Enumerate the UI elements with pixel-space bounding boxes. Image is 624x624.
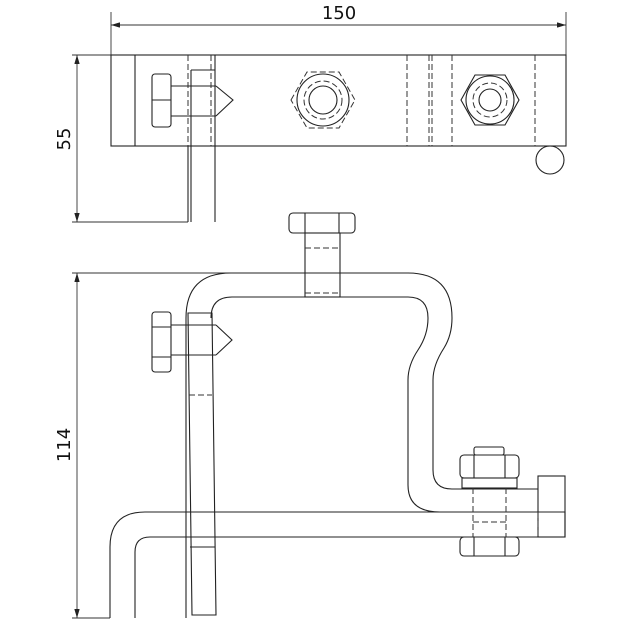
bottom-rail xyxy=(109,511,566,618)
side-plate xyxy=(187,312,217,616)
top-bolt xyxy=(288,212,356,298)
dimension-top-height: 55 xyxy=(54,54,188,223)
round-stop xyxy=(535,145,565,175)
dimension-label-width: 150 xyxy=(322,3,356,24)
dimension-side-height: 114 xyxy=(54,272,230,619)
top-rail-body xyxy=(110,54,567,147)
end-block xyxy=(537,475,566,538)
dimension-label-side-height: 114 xyxy=(54,428,75,462)
dimension-width: 150 xyxy=(110,3,567,55)
set-screw-side xyxy=(151,311,233,373)
right-bolt-assembly xyxy=(459,446,520,557)
c-bracket xyxy=(185,272,538,618)
top-view: 150 55 xyxy=(54,3,567,223)
side-view: 114 xyxy=(54,212,566,619)
hex-nut-right xyxy=(460,74,520,126)
set-screw-top xyxy=(151,73,234,128)
top-plate xyxy=(187,55,216,222)
hex-nut-center xyxy=(290,71,356,129)
dimension-label-top-height: 55 xyxy=(54,128,75,151)
